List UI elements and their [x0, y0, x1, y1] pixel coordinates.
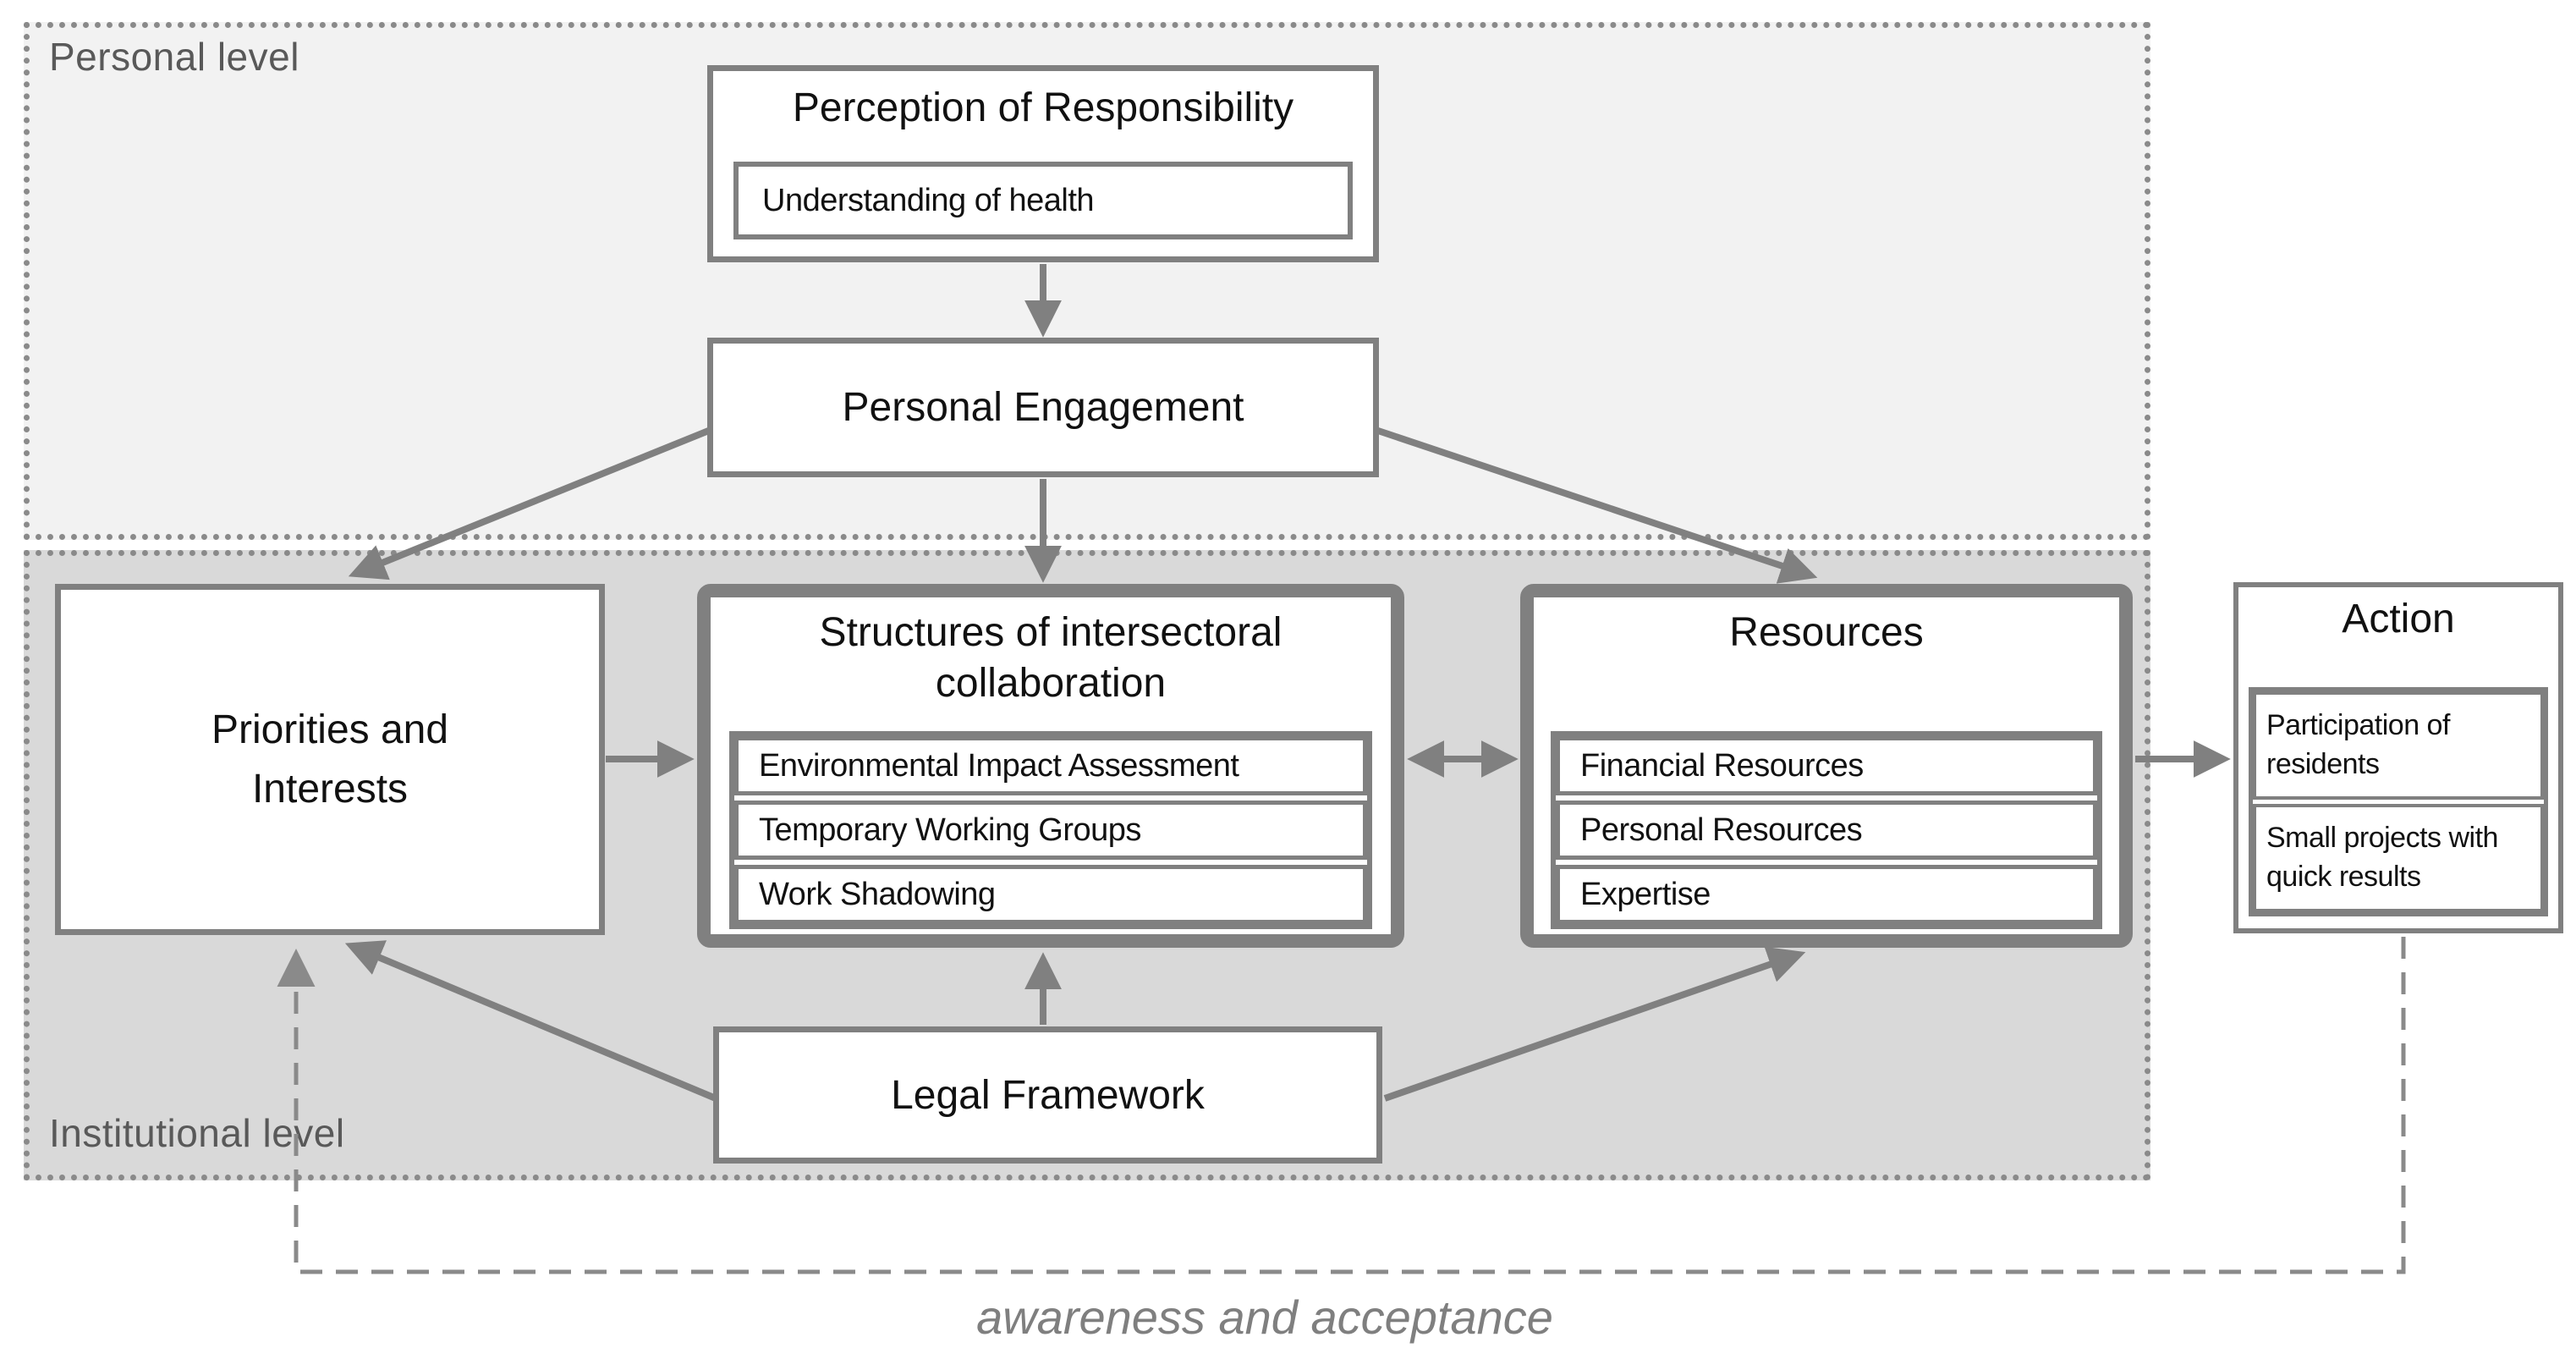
resources-box: Resources Financial Resources Personal R… [1520, 584, 2133, 948]
personal-engagement-box: Personal Engagement [707, 338, 1379, 477]
institutional-level-label: Institutional level [49, 1111, 345, 1155]
list-item: Participation of residents [2253, 691, 2544, 800]
structures-item-group: Environmental Impact Assessment Temporar… [729, 731, 1372, 929]
list-item: Expertise [1556, 865, 2097, 924]
personal-engagement-title: Personal Engagement [842, 385, 1244, 430]
structures-of-intersectoral-collaboration-box: Structures of intersectoral collaboratio… [697, 584, 1404, 948]
list-item: Financial Resources [1556, 736, 2097, 795]
resources-title: Resources [1729, 610, 1924, 655]
action-box: Action Participation of residents Small … [2233, 582, 2563, 933]
action-title: Action [2342, 597, 2455, 641]
structures-title: Structures of intersectoral collaboratio… [819, 610, 1283, 706]
legal-framework-box: Legal Framework [713, 1026, 1382, 1164]
personal-level-label: Personal level [49, 35, 299, 79]
list-item: Environmental Impact Assessment [734, 736, 1367, 795]
understanding-of-health-box: Understanding of health [733, 162, 1353, 239]
perception-title: Perception of Responsibility [792, 85, 1294, 130]
list-item: Work Shadowing [734, 865, 1367, 924]
list-item: Small projects with quick results [2253, 804, 2544, 912]
resources-item-group: Financial Resources Personal Resources E… [1551, 731, 2102, 929]
priorities-title: Priorities and Interests [211, 707, 449, 812]
list-item: Temporary Working Groups [734, 801, 1367, 860]
legal-framework-title: Legal Framework [891, 1072, 1205, 1118]
perception-of-responsibility-box: Perception of Responsibility Understandi… [707, 65, 1379, 262]
awareness-and-acceptance-label: awareness and acceptance [976, 1290, 1553, 1344]
action-item-group: Participation of residents Small project… [2249, 687, 2548, 916]
list-item: Personal Resources [1556, 801, 2097, 860]
priorities-and-interests-box: Priorities and Interests [55, 584, 605, 935]
